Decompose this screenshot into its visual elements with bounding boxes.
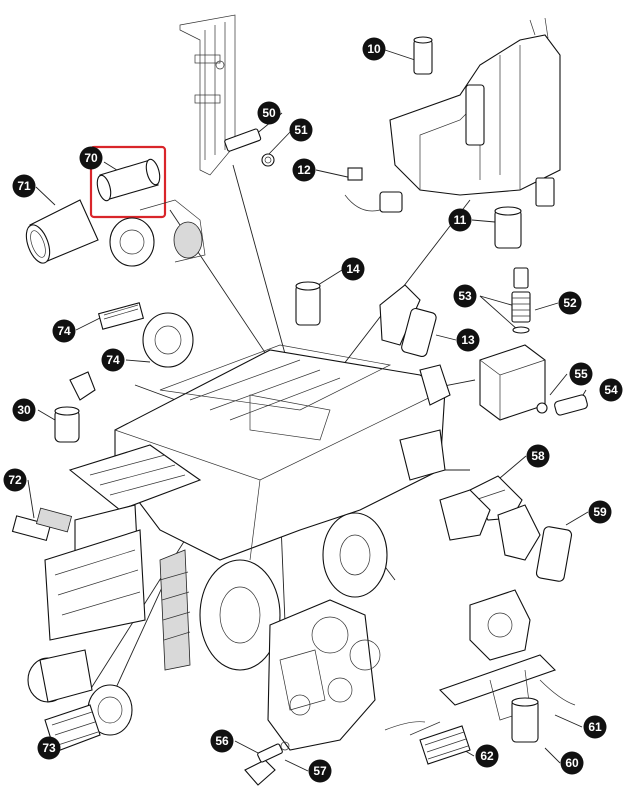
callout-label: 60 — [565, 756, 579, 770]
callout-55[interactable]: 55 — [569, 362, 593, 386]
callout-70[interactable]: 70 — [79, 146, 103, 170]
callout-label: 72 — [8, 473, 22, 487]
callout-label: 55 — [574, 367, 588, 381]
callout-11[interactable]: 11 — [448, 208, 472, 232]
callout-label: 50 — [262, 106, 276, 120]
callout-58[interactable]: 58 — [526, 444, 550, 468]
callout-30[interactable]: 30 — [12, 398, 36, 422]
part-62-drawing — [419, 725, 471, 765]
cab-frame-drawing — [179, 14, 236, 176]
callout-53[interactable]: 53 — [453, 284, 477, 308]
highlight-box-70 — [89, 145, 167, 219]
part-54-55-valve-drawing — [479, 344, 588, 421]
part-70-drawing — [96, 158, 161, 202]
part-14-drawing — [295, 281, 321, 326]
callout-59[interactable]: 59 — [588, 500, 612, 524]
part-56-57-drawing — [244, 741, 290, 786]
callout-50[interactable]: 50 — [257, 101, 281, 125]
part-30-drawing — [54, 371, 96, 443]
callout-label: 59 — [593, 505, 607, 519]
pump-assembly-drawing — [384, 589, 576, 743]
callout-74-upper[interactable]: 74 — [52, 319, 76, 343]
callout-label: 11 — [454, 213, 467, 227]
part-11-drawing — [494, 206, 522, 249]
part-12-drawing — [344, 167, 403, 213]
part-71-drawing — [25, 199, 99, 264]
callout-label: 74 — [106, 353, 120, 367]
part-59-drawing — [439, 489, 573, 582]
callout-14[interactable]: 14 — [341, 257, 365, 281]
callout-label: 53 — [458, 289, 472, 303]
callout-13[interactable]: 13 — [456, 328, 480, 352]
callout-label: 70 — [84, 151, 98, 165]
callout-label: 74 — [57, 324, 71, 338]
callout-label: 14 — [346, 262, 360, 276]
callout-label: 58 — [531, 449, 545, 463]
callout-60[interactable]: 60 — [560, 751, 584, 775]
part-74-drawing — [97, 302, 194, 368]
callout-label: 62 — [480, 749, 494, 763]
callout-label: 56 — [215, 734, 229, 748]
combine-harvester-drawing — [44, 344, 451, 671]
callout-71[interactable]: 71 — [12, 174, 36, 198]
part-13-drawing — [379, 284, 437, 358]
part-72-drawing — [11, 507, 73, 542]
callout-label: 13 — [461, 333, 475, 347]
callout-54[interactable]: 54 — [599, 378, 623, 402]
air-cleaner-housing-drawing — [109, 199, 206, 267]
gearbox-drawing — [267, 599, 381, 751]
callout-72[interactable]: 72 — [3, 468, 27, 492]
callout-51[interactable]: 51 — [289, 118, 313, 142]
part-52-53-drawing — [511, 267, 531, 334]
callout-label: 61 — [588, 720, 602, 734]
callout-52[interactable]: 52 — [558, 291, 582, 315]
callout-56[interactable]: 56 — [210, 729, 234, 753]
callout-label: 10 — [367, 42, 381, 56]
callout-12[interactable]: 12 — [292, 158, 316, 182]
callout-label: 54 — [604, 383, 618, 397]
callout-label: 57 — [313, 764, 327, 778]
callout-61[interactable]: 61 — [583, 715, 607, 739]
callout-62[interactable]: 62 — [475, 744, 499, 768]
callout-label: 12 — [297, 163, 311, 177]
fuel-tank-drawing — [389, 17, 561, 207]
callout-label: 71 — [17, 179, 31, 193]
callout-74-lower[interactable]: 74 — [101, 348, 125, 372]
part-50-51-drawing — [224, 128, 275, 167]
callout-label: 30 — [17, 403, 31, 417]
callout-label: 51 — [294, 123, 308, 137]
callout-label: 52 — [563, 296, 577, 310]
part-73-drawing — [27, 649, 133, 753]
callout-57[interactable]: 57 — [308, 759, 332, 783]
callout-73[interactable]: 73 — [37, 736, 61, 760]
callout-10[interactable]: 10 — [362, 37, 386, 61]
callout-label: 73 — [42, 741, 56, 755]
